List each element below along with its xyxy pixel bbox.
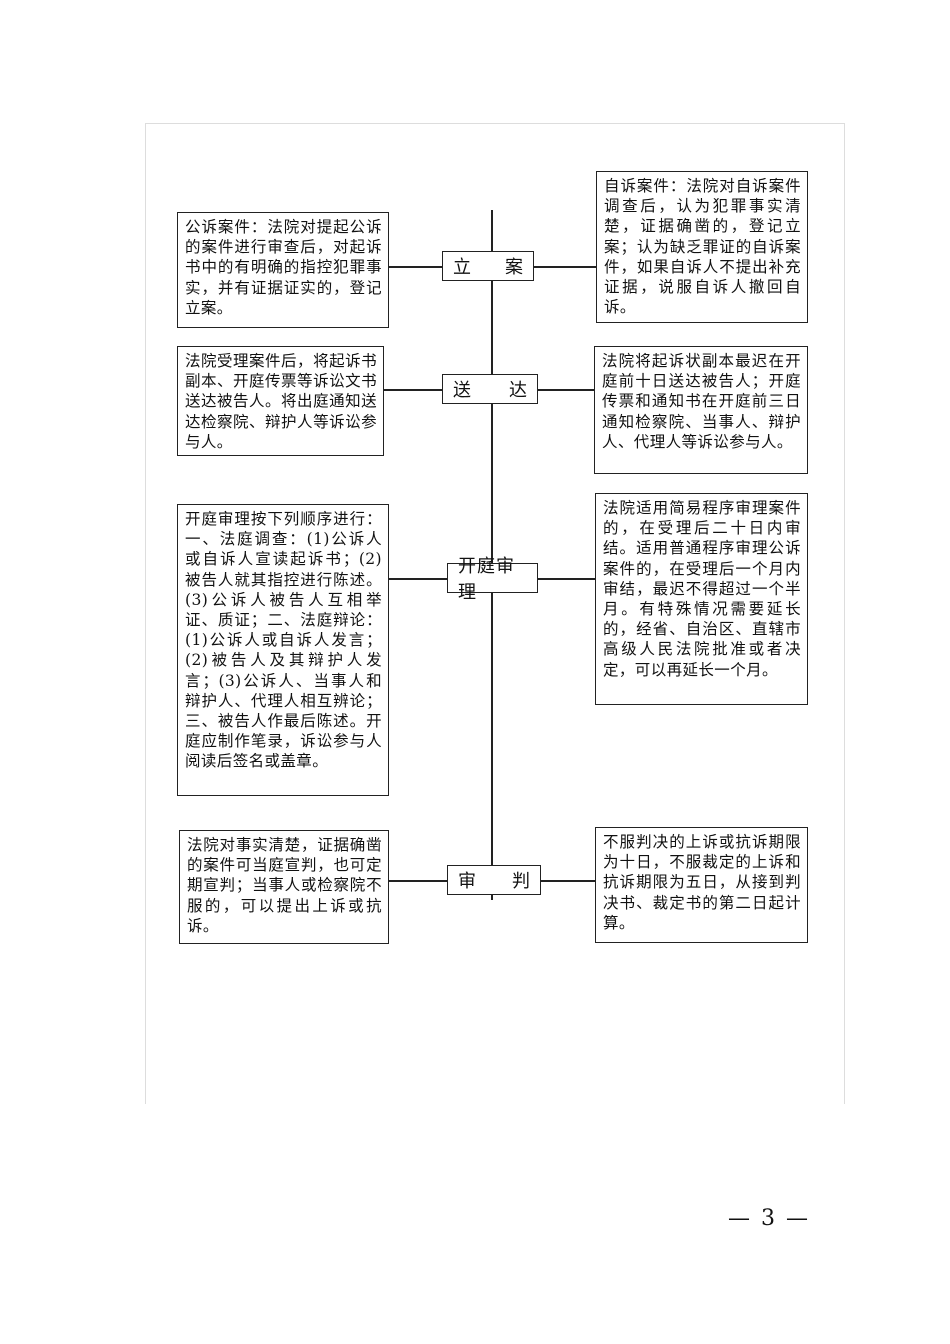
- connector-filing-right: [534, 266, 596, 268]
- page-number: — 3 —: [728, 1206, 810, 1231]
- stage-judgment-right-char: 判: [512, 871, 530, 892]
- stage-filing-left-char: 立: [453, 257, 471, 278]
- connector-service-right: [538, 389, 594, 391]
- filing-right-box: 自诉案件：法院对自诉案件调查后，认为犯罪事实清楚，证据确凿的，登记立案；认为缺乏…: [596, 171, 808, 323]
- connector-service-left: [384, 389, 442, 391]
- service-right-box: 法院将起诉状副本最迟在开庭前十日送达被告人；开庭传票和通知书在开庭前三日通知检察…: [594, 346, 808, 474]
- page-frame: [145, 123, 845, 1104]
- stage-service-right-char: 达: [509, 380, 527, 401]
- stage-filing: 立 案: [442, 251, 534, 281]
- connector-filing-left: [389, 266, 442, 268]
- service-left-box: 法院受理案件后，将起诉书副本、开庭传票等诉讼文书送达被告人。将出庭通知送达检察院…: [177, 346, 384, 456]
- stage-service-left-char: 送: [453, 380, 471, 401]
- connector-judgment-right: [541, 880, 595, 882]
- stage-judgment-left-char: 审: [458, 871, 476, 892]
- trial-left-box: 开庭审理按下列顺序进行：一、法庭调查：(1)公诉人或自诉人宣读起诉书；(2)被告…: [177, 504, 389, 796]
- trial-right-box: 法院适用简易程序审理案件的，在受理后二十日内审结。适用普通程序审理公诉案件的，在…: [595, 493, 808, 705]
- central-flow-line: [491, 210, 493, 900]
- stage-service: 送 达: [442, 374, 538, 404]
- connector-trial-right: [538, 578, 595, 580]
- judgment-right-box: 不服判决的上诉或抗诉期限为十日，不服裁定的上诉和抗诉期限为五日，从接到判决书、裁…: [595, 827, 808, 943]
- connector-trial-left: [389, 578, 447, 580]
- stage-judgment: 审 判: [447, 865, 541, 895]
- stage-trial-label: 开庭审理: [458, 556, 515, 603]
- connector-judgment-left: [389, 880, 447, 882]
- stage-trial: 开庭审理: [447, 556, 538, 603]
- stage-filing-right-char: 案: [505, 257, 523, 278]
- judgment-left-box: 法院对事实清楚，证据确凿的案件可当庭宣判，也可定期宣判；当事人或检察院不服的，可…: [179, 830, 389, 944]
- filing-left-box: 公诉案件：法院对提起公诉的案件进行审查后，对起诉书中的有明确的指控犯罪事实，并有…: [177, 212, 389, 328]
